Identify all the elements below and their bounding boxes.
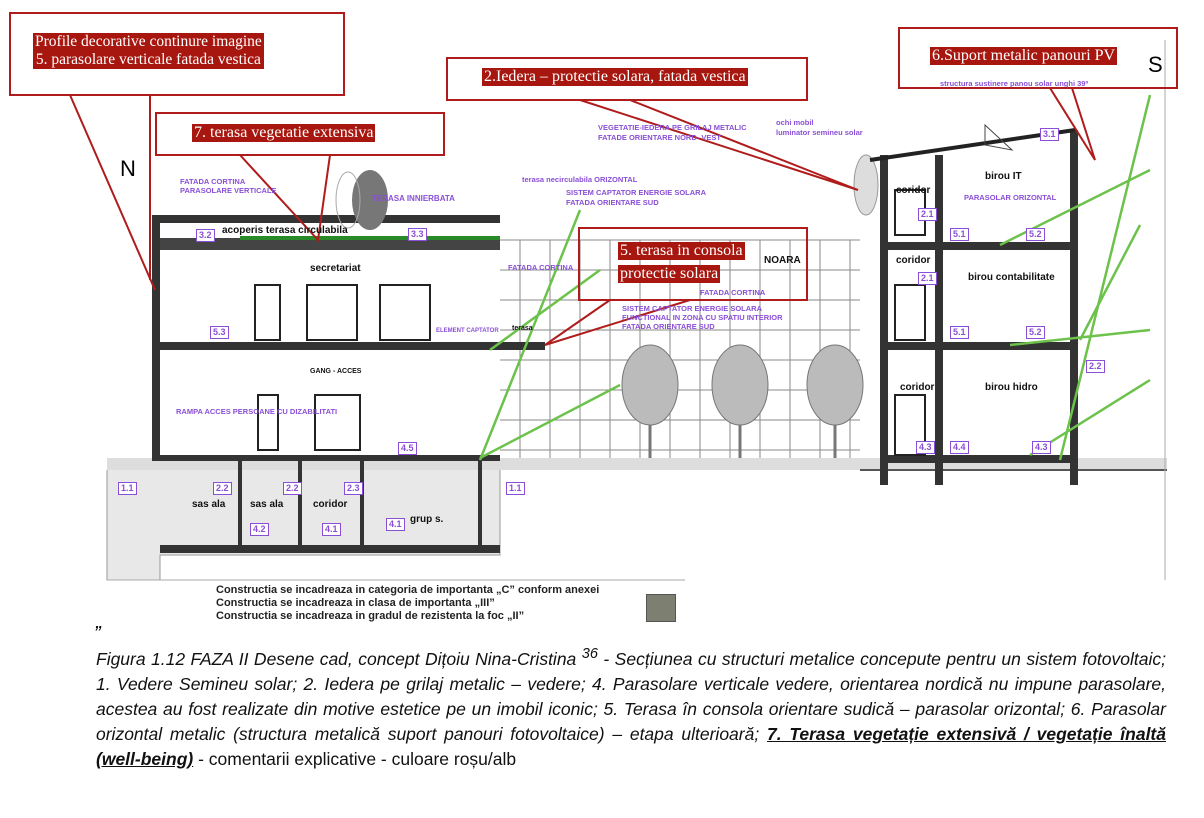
annotation: FUNCTIONAL IN ZONA CU SPATIU INTERIOR: [622, 313, 783, 322]
room-label: coridor: [900, 382, 935, 393]
compass-north: N: [120, 156, 136, 181]
space-tag: 5.2: [1026, 228, 1045, 241]
space-tag: 3.2: [196, 229, 215, 242]
closing-quote: „: [96, 611, 103, 633]
annotation: TERASA INNIERBATA: [372, 194, 455, 203]
annotation: FATADA CORTINA: [700, 288, 766, 297]
space-tag: 5.1: [950, 228, 969, 241]
note-line: Constructia se incadreaza in clasa de im…: [216, 597, 495, 609]
room-label: sas ala: [192, 499, 226, 510]
space-tag: 2.3: [344, 482, 363, 495]
building-thumbnail: [646, 594, 676, 622]
annotation: SISTEM CAPTATOR ENERGIE SOLARA: [566, 188, 707, 197]
room-label: coridor: [896, 185, 931, 196]
callout-iedera: [446, 57, 808, 101]
space-tag: 5.3: [210, 326, 229, 339]
space-tag: 4.3: [1032, 441, 1051, 454]
room-label: GANG - ACCES: [310, 368, 362, 375]
space-tag: 5.2: [1026, 326, 1045, 339]
room-label: NOARA: [764, 255, 801, 266]
room-label: sas ala: [250, 499, 284, 510]
caption-body: - Secțiunea cu structuri metalice concep…: [96, 648, 1166, 744]
space-tag: 4.1: [386, 518, 405, 531]
callout-line: 5. parasolare verticale fatada vestica: [35, 50, 261, 68]
annotation: terasa necirculabila ORIZONTAL: [522, 175, 638, 184]
tree-icon: [352, 170, 388, 230]
annotation: VEGETATIE-IEDERA PE GRILAJ METALIC: [598, 123, 747, 132]
callout-profile-decorative: [9, 12, 345, 96]
note-line: Constructia se incadreaza in gradul de r…: [216, 610, 525, 622]
annotation: PARASOLAR ORIZONTAL: [964, 193, 1057, 202]
room-label: birou IT: [985, 171, 1022, 182]
space-tag: 5.1: [950, 326, 969, 339]
annotation: FATADA ORIENTARE SUD: [622, 322, 715, 331]
space-tag: 1.1: [118, 482, 137, 495]
callout-leaders: [69, 87, 1096, 346]
annotation: luminator semineu solar: [776, 128, 863, 137]
ivy-icon: [853, 154, 879, 216]
space-tag: 3.3: [408, 228, 427, 241]
room-label: coridor: [896, 255, 931, 266]
annotation: FATADA CORTINA PARASOLARE VERTICALE: [180, 177, 277, 195]
footnote-ref[interactable]: 36: [581, 646, 598, 662]
space-tag: 4.2: [250, 523, 269, 536]
space-tag: 2.1: [918, 208, 937, 221]
architectural-section-drawing: N S acoperis terasa circulabila secretar…: [9, 12, 1178, 622]
classification-notes: Constructia se incadreaza in categoria d…: [216, 584, 599, 623]
callout-text: Profile decorative continure imagine 5. …: [33, 33, 264, 69]
annotation: FATADA CORTINA: [508, 263, 574, 272]
room-label: secretariat: [310, 263, 361, 274]
caption-tail: - comentarii explicative - culoare roșu/…: [193, 748, 517, 769]
callout-suport-pv: [898, 27, 1178, 89]
space-tag: 2.2: [1086, 360, 1105, 373]
space-tag: 4.5: [398, 442, 417, 455]
callout-line: Profile decorative continure imagine: [35, 33, 262, 50]
compass-south: S: [1148, 52, 1163, 77]
room-label: grup s.: [410, 514, 444, 525]
caption-emphasis: 7. Terasa vegetație extensivă / vegetați…: [96, 723, 1166, 769]
annotation: RAMPA ACCES PERSOANE CU DIZABILITATI: [176, 407, 338, 416]
figure-caption: Figura 1.12 FAZA II Desene cad, concept …: [96, 642, 1166, 772]
caption-main: Figura 1.12 FAZA II Desene cad, concept …: [96, 648, 582, 669]
callout-terasa-vegetatie: [155, 112, 445, 156]
room-label: acoperis terasa circulabila: [222, 225, 348, 236]
space-tag: 2.2: [213, 482, 232, 495]
annotation: ELEMENT CAPTATOR: [436, 328, 499, 334]
callout-text: 7. terasa vegetatie extensiva: [192, 124, 376, 143]
note-line: Constructia se incadreaza in categoria d…: [216, 584, 600, 596]
space-tag: 1.1: [506, 482, 525, 495]
sun-ray-lines: [478, 94, 1152, 461]
callout-text: 2.Iedera – protectie solara, fatada vest…: [482, 68, 748, 87]
callout-text: 6.Suport metalic panouri PV: [930, 47, 1118, 66]
roof-slab: [152, 215, 500, 223]
space-tag: 3.1: [1040, 128, 1059, 141]
room-label: birou contabilitate: [968, 272, 1055, 283]
room-label: coridor: [313, 499, 348, 510]
callout-line: protectie solara: [618, 265, 721, 284]
annotation: structura sustinere panou solar unghi 39…: [940, 79, 1089, 88]
room-label: birou hidro: [985, 382, 1038, 393]
space-tag: 2.2: [283, 482, 302, 495]
callout-terasa-consola: [578, 227, 808, 301]
space-tag: 4.4: [950, 441, 969, 454]
space-tag: 4.3: [916, 441, 935, 454]
space-tag: 2.1: [918, 272, 937, 285]
annotation: ochi mobil: [776, 118, 814, 127]
callout-line: 5. terasa in consola: [618, 242, 745, 261]
room-label: terasa: [512, 325, 533, 332]
space-tag: 4.1: [322, 523, 341, 536]
annotation: FATADE ORIENTARE NORD- VEST: [598, 133, 721, 142]
annotation: FATADA ORIENTARE SUD: [566, 198, 659, 207]
annotation: SISTEM CAPTATOR ENERGIE SOLARA: [622, 304, 763, 313]
